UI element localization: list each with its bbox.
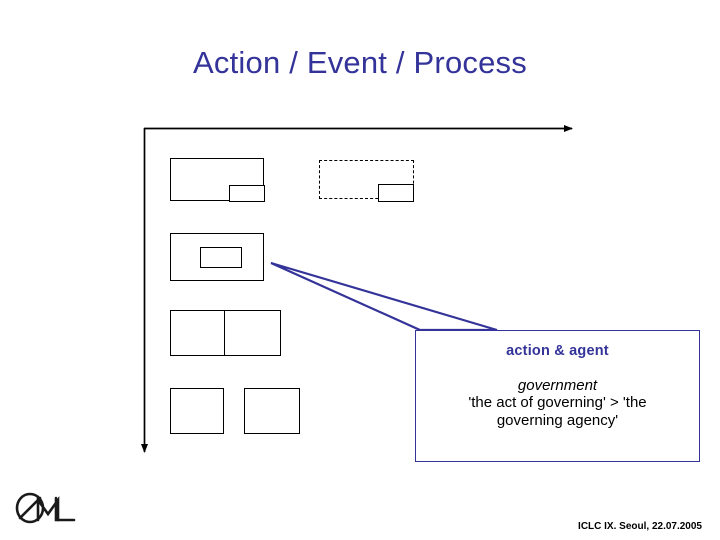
callout-heading: action & agent <box>506 343 609 359</box>
footer-conference-note: ICLC IX. Seoul, 22.07.2005 <box>578 521 702 532</box>
box-row3-right <box>224 310 281 356</box>
callout-box: action & agent government 'the act of go… <box>415 330 700 462</box>
callout-tail <box>270 261 498 332</box>
box-row1-dashed-sub <box>378 184 414 202</box>
box-row4-right <box>244 388 300 434</box>
page-title: Action / Event / Process <box>193 45 527 80</box>
box-row1-outer <box>170 158 264 201</box>
box-row2-outer <box>170 233 264 281</box>
box-row1-dashed <box>319 160 414 199</box>
qml-logo <box>15 492 76 524</box>
callout-gloss-line-2: governing agency' <box>496 412 619 430</box>
callout-term: government <box>517 377 598 394</box>
box-row2-inner <box>200 247 242 268</box>
box-row1-inner <box>229 185 265 202</box>
box-row3-left <box>170 310 225 356</box>
box-row4-left <box>170 388 224 434</box>
callout-gloss-line-1: 'the act of governing' > 'the <box>468 394 647 411</box>
